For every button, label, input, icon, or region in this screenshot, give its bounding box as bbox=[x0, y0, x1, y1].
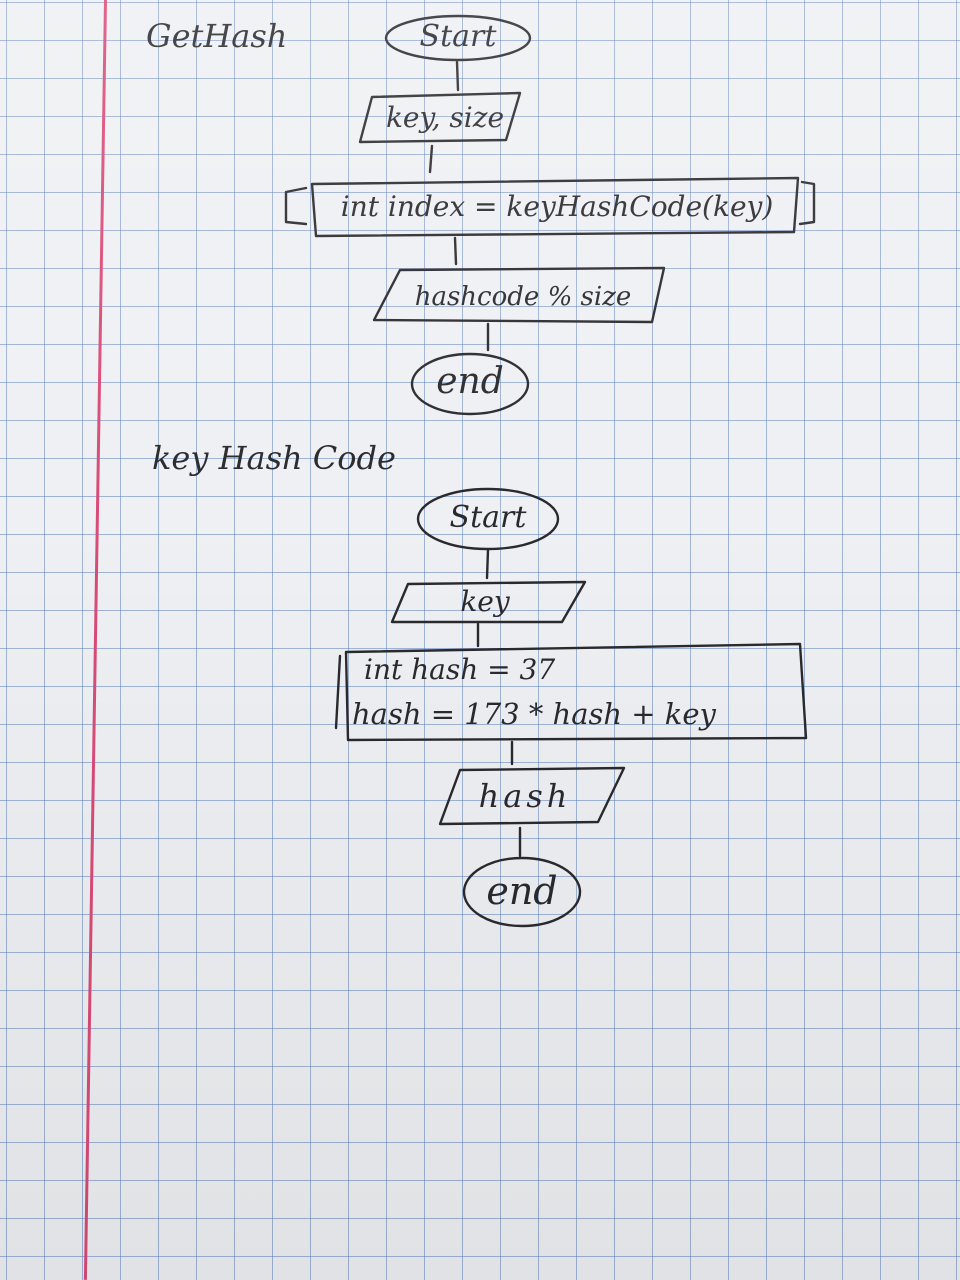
input-parallelogram-2 bbox=[390, 580, 587, 624]
process-bracket-left-2 bbox=[334, 654, 342, 730]
connector-2a bbox=[485, 548, 490, 580]
input-parallelogram-1 bbox=[358, 91, 522, 144]
output-label-2: hash bbox=[478, 777, 572, 815]
diagram-1-title: GetHash bbox=[146, 17, 288, 55]
input-label-2: key bbox=[460, 585, 510, 618]
start-label-1: Start bbox=[419, 19, 497, 54]
diagram-2-title: key Hash Code bbox=[152, 439, 396, 477]
process-rect-2 bbox=[344, 642, 808, 742]
connector-1c bbox=[453, 236, 458, 266]
process-label-1: int index = keyHashCode(key) bbox=[340, 190, 774, 223]
output-label-1: hashcode % size bbox=[414, 282, 632, 312]
start-terminal-1 bbox=[384, 14, 532, 62]
connector-1a bbox=[455, 60, 460, 92]
end-label-2: end bbox=[486, 869, 558, 913]
end-terminal-2 bbox=[462, 856, 582, 928]
process-bracket-right-1 bbox=[798, 180, 816, 226]
output-parallelogram-1 bbox=[372, 266, 666, 324]
end-terminal-1 bbox=[410, 352, 530, 416]
process-label-2-line1: int hash = 37 bbox=[364, 653, 556, 686]
output-parallelogram-2 bbox=[438, 766, 626, 826]
end-label-1: end bbox=[436, 361, 504, 402]
input-label-1: key, size bbox=[385, 101, 505, 134]
process-bracket-left-1 bbox=[284, 186, 308, 226]
start-label-2: Start bbox=[449, 500, 527, 535]
process-label-2-line2: hash = 173 * hash + key bbox=[352, 697, 716, 731]
process-rect-1 bbox=[310, 176, 800, 238]
connector-1b bbox=[428, 144, 434, 174]
